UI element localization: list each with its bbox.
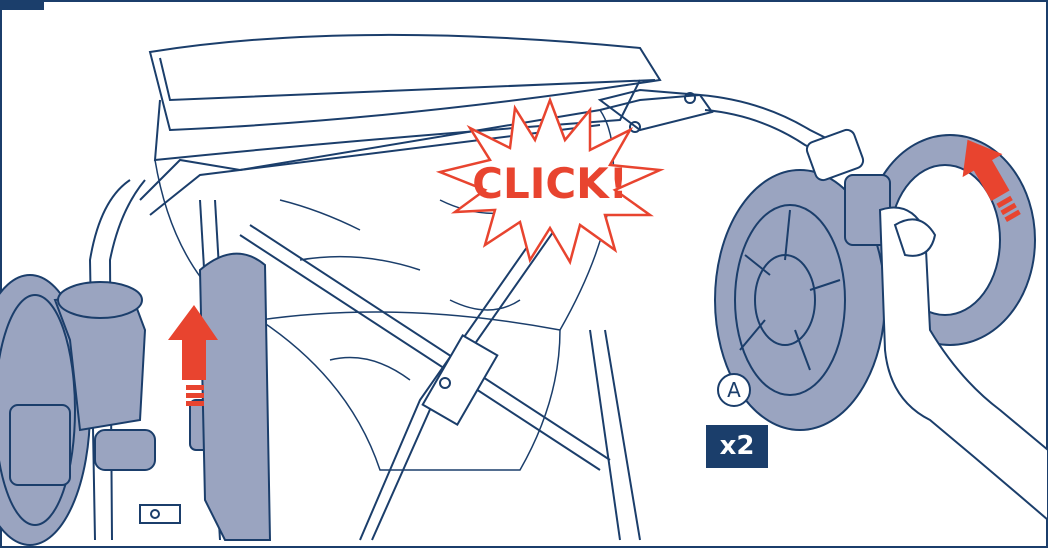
left-wheel-assembly [0,254,270,545]
click-text: CLICK! [472,159,628,208]
corner-tab [0,0,44,10]
part-label-a: A [717,373,751,407]
quantity-badge: x2 [706,425,768,468]
